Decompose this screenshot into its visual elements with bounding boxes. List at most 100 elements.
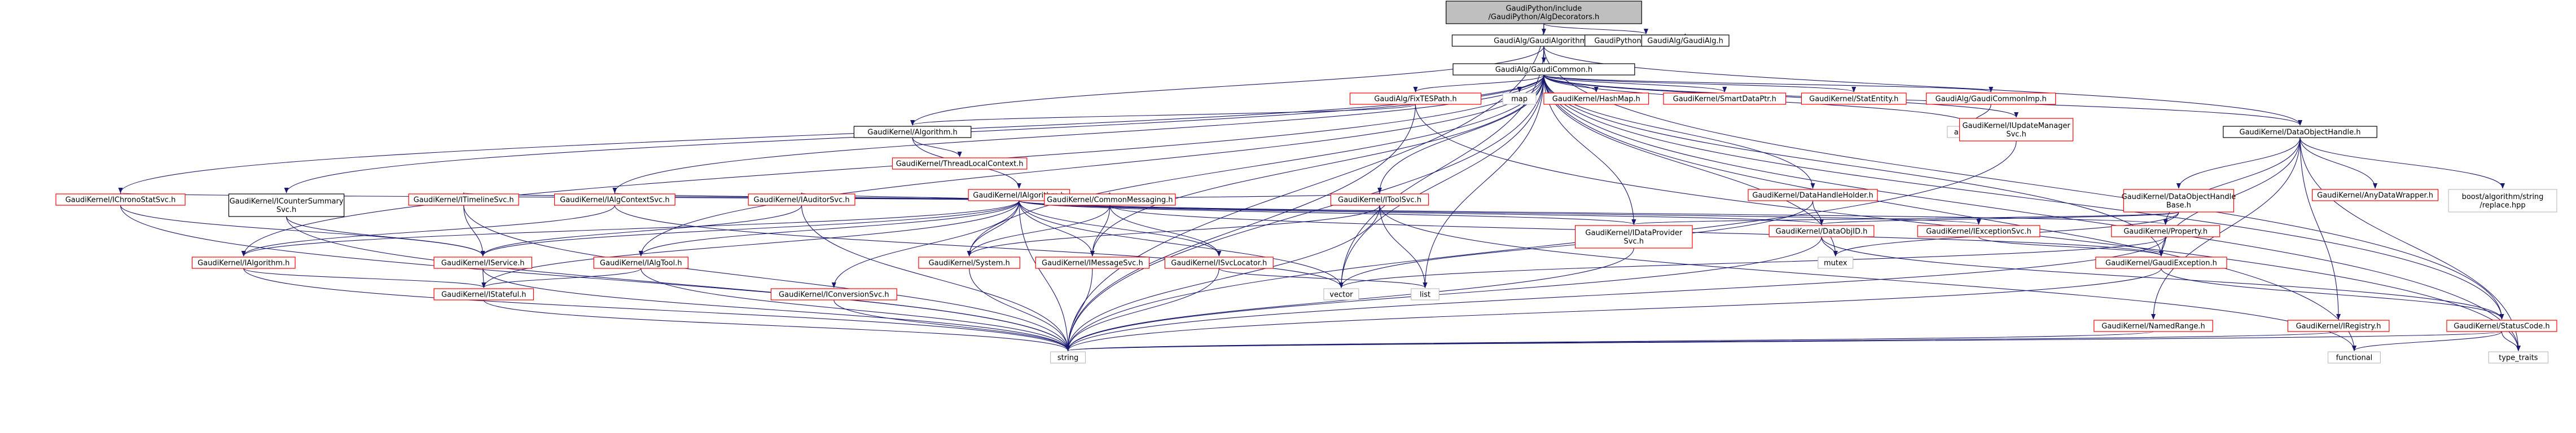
node-box — [1818, 257, 1854, 269]
edge-iservice-to-string — [482, 268, 1070, 351]
node-label: Svc.h — [2006, 130, 2026, 139]
node-label: GaudiKernel/IToolSvc.h — [1338, 196, 1421, 205]
node-label: GaudiKernel/AnyDataWrapper.h — [2317, 192, 2433, 200]
node-smartdataptr[interactable]: GaudiKernel/SmartDataPtr.h — [1663, 92, 1787, 105]
node-label: GaudiKernel/IAlgTool.h — [600, 259, 682, 268]
edge-gaudicommon-to-datahandleholder — [1543, 74, 1815, 189]
edge-isvclocator-to-string — [1065, 268, 1219, 351]
edge-ichronostatsvc-to-string — [120, 205, 1070, 351]
node-algorithm_h[interactable]: GaudiKernel/Algorithm.h — [853, 126, 972, 138]
edge-property-to-vector — [1339, 236, 2166, 288]
node-property[interactable]: GaudiKernel/Property.h — [2111, 225, 2220, 237]
node-anydatawrapper[interactable]: GaudiKernel/AnyDataWrapper.h — [2312, 189, 2439, 201]
node-ialgorithm2[interactable]: GaudiKernel/IAlgorithm.h — [191, 257, 296, 269]
node-functional[interactable]: functional — [2327, 351, 2381, 364]
node-typetraits[interactable]: type_traits — [2488, 351, 2549, 364]
node-box — [1641, 34, 1730, 47]
node-box — [2111, 225, 2220, 237]
node-iconversionsvc[interactable]: GaudiKernel/IConversionSvc.h — [770, 288, 897, 301]
node-ichronostatsvc[interactable]: GaudiKernel/IChronoStatSvc.h — [55, 193, 186, 206]
node-commonmessaging[interactable]: GaudiKernel/CommonMessaging.h — [1044, 193, 1176, 206]
node-statentity[interactable]: GaudiKernel/StatEntity.h — [1801, 92, 1907, 105]
node-root[interactable]: GaudiPython/include/GaudiPython/AlgDecor… — [1445, 1, 1642, 24]
edge-iauditorsvc-to-iservice — [480, 205, 802, 257]
node-box — [1801, 92, 1907, 105]
node-label: GaudiKernel/IService.h — [441, 259, 525, 268]
node-label: GaudiKernel/IAlgContextSvc.h — [560, 196, 669, 205]
node-list[interactable]: list — [1411, 288, 1440, 301]
node-boostreplace[interactable]: boost/algorithm/string/replace.hpp — [2448, 189, 2557, 213]
node-box — [55, 193, 186, 206]
edges — [118, 23, 2521, 351]
node-map[interactable]: map — [1502, 92, 1537, 105]
edge-iupdatemanager-to-string — [1065, 140, 2017, 351]
node-dataobjid[interactable]: GaudiKernel/DataObjID.h — [1768, 225, 1875, 237]
edge-istateful-to-string — [483, 299, 1070, 351]
node-iexceptionsvc[interactable]: GaudiKernel/IExceptionSvc.h — [1917, 225, 2040, 237]
node-statuscode[interactable]: GaudiKernel/StatusCode.h — [2446, 320, 2557, 332]
edge-gaudicommon-to-string — [1065, 74, 1544, 351]
edge-commonmessaging-to-isvclocator — [1109, 205, 1222, 257]
node-label: GaudiKernel/IRegistry.h — [2296, 322, 2381, 331]
node-istateful[interactable]: GaudiKernel/IStateful.h — [433, 288, 534, 301]
node-string[interactable]: string — [1050, 351, 1086, 364]
node-gaudiexception[interactable]: GaudiKernel/GaudiException.h — [2095, 257, 2227, 269]
node-label: GaudiAlg/GaudiAlgorithm.h — [1494, 37, 1594, 46]
edge-gaudicommon-to-ialgtool — [638, 74, 1544, 257]
node-label: GaudiKernel/DataObjectHandle — [2122, 193, 2236, 201]
node-label: vector — [1329, 291, 1353, 299]
node-iservice[interactable]: GaudiKernel/IService.h — [433, 257, 533, 269]
edge-ialgorithm_k-to-iservice — [480, 200, 1020, 257]
node-box — [2448, 189, 2557, 213]
node-iauditorsvc[interactable]: GaudiKernel/IAuditorSvc.h — [748, 193, 855, 206]
node-box — [1575, 225, 1693, 249]
node-box — [1452, 63, 1635, 76]
node-label: GaudiKernel/IAlgorithm.h — [973, 192, 1065, 200]
node-gaudicommon[interactable]: GaudiAlg/GaudiCommon.h — [1452, 63, 1635, 76]
node-ialgcontextsvc[interactable]: GaudiKernel/IAlgContextSvc.h — [554, 193, 675, 206]
node-iregistry[interactable]: GaudiKernel/IRegistry.h — [2287, 320, 2390, 332]
edge-icountersummary-to-iservice — [286, 216, 485, 257]
node-mutex[interactable]: mutex — [1818, 257, 1854, 269]
edge-dataobjid-to-string — [1065, 236, 1822, 351]
node-box — [191, 257, 296, 269]
node-itimelinesvc[interactable]: GaudiKernel/ITimelineSvc.h — [408, 193, 519, 206]
edge-ialgorithm_k-to-isystem — [967, 200, 1020, 257]
node-commonimp[interactable]: GaudiAlg/GaudiCommonImp.h — [1926, 92, 2056, 105]
node-hashmap[interactable]: GaudiKernel/HashMap.h — [1543, 92, 1649, 105]
node-fixtespath[interactable]: GaudiAlg/FixTESPath.h — [1349, 92, 1482, 105]
node-label: GaudiKernel/Property.h — [2123, 228, 2208, 236]
node-label: GaudiKernel/HashMap.h — [1552, 95, 1640, 104]
node-vector[interactable]: vector — [1323, 288, 1359, 301]
node-datahandleholder[interactable]: GaudiKernel/DataHandleHolder.h — [1748, 189, 1878, 201]
node-box — [433, 288, 534, 301]
edge-icountersummary-to-string — [286, 216, 1070, 351]
edge-ialgorithm_k-to-property — [1019, 200, 2167, 225]
edge-property-to-gaudiexception — [2158, 236, 2166, 257]
edge-statuscode-to-typetraits — [2501, 331, 2521, 351]
node-label: map — [1511, 95, 1528, 104]
node-isystem[interactable]: GaudiKernel/System.h — [918, 257, 1021, 269]
node-box — [2312, 189, 2439, 201]
node-dataobjecthandle[interactable]: GaudiKernel/DataObjectHandle.h — [2223, 126, 2377, 138]
edge-gaudicommon-to-imessagesvc — [1090, 74, 1544, 257]
node-label: GaudiAlg/GaudiCommonImp.h — [1936, 95, 2047, 104]
edge-ialgorithm_k-to-istateful — [481, 200, 1020, 288]
node-box — [1411, 288, 1440, 301]
node-itoolsvc[interactable]: GaudiKernel/IToolSvc.h — [1330, 193, 1429, 206]
node-label: GaudiKernel/Algorithm.h — [867, 129, 957, 137]
node-label: GaudiKernel/IAlgorithm.h — [198, 259, 289, 268]
node-threadlocalcontext[interactable]: GaudiKernel/ThreadLocalContext.h — [892, 157, 1028, 170]
node-namedrange[interactable]: GaudiKernel/NamedRange.h — [2094, 320, 2213, 332]
node-gaudialgNode[interactable]: GaudiAlg/GaudiAlg.h — [1641, 34, 1730, 47]
edge-ialgorithm_k-to-imessagesvc — [1019, 200, 1095, 257]
node-isvclocator[interactable]: GaudiKernel/ISvcLocator.h — [1164, 257, 1274, 269]
edge-root-to-gaudipython — [1543, 23, 1648, 34]
node-imessagesvc[interactable]: GaudiKernel/IMessageSvc.h — [1035, 257, 1150, 269]
node-ialgtool[interactable]: GaudiKernel/IAlgTool.h — [593, 257, 688, 269]
